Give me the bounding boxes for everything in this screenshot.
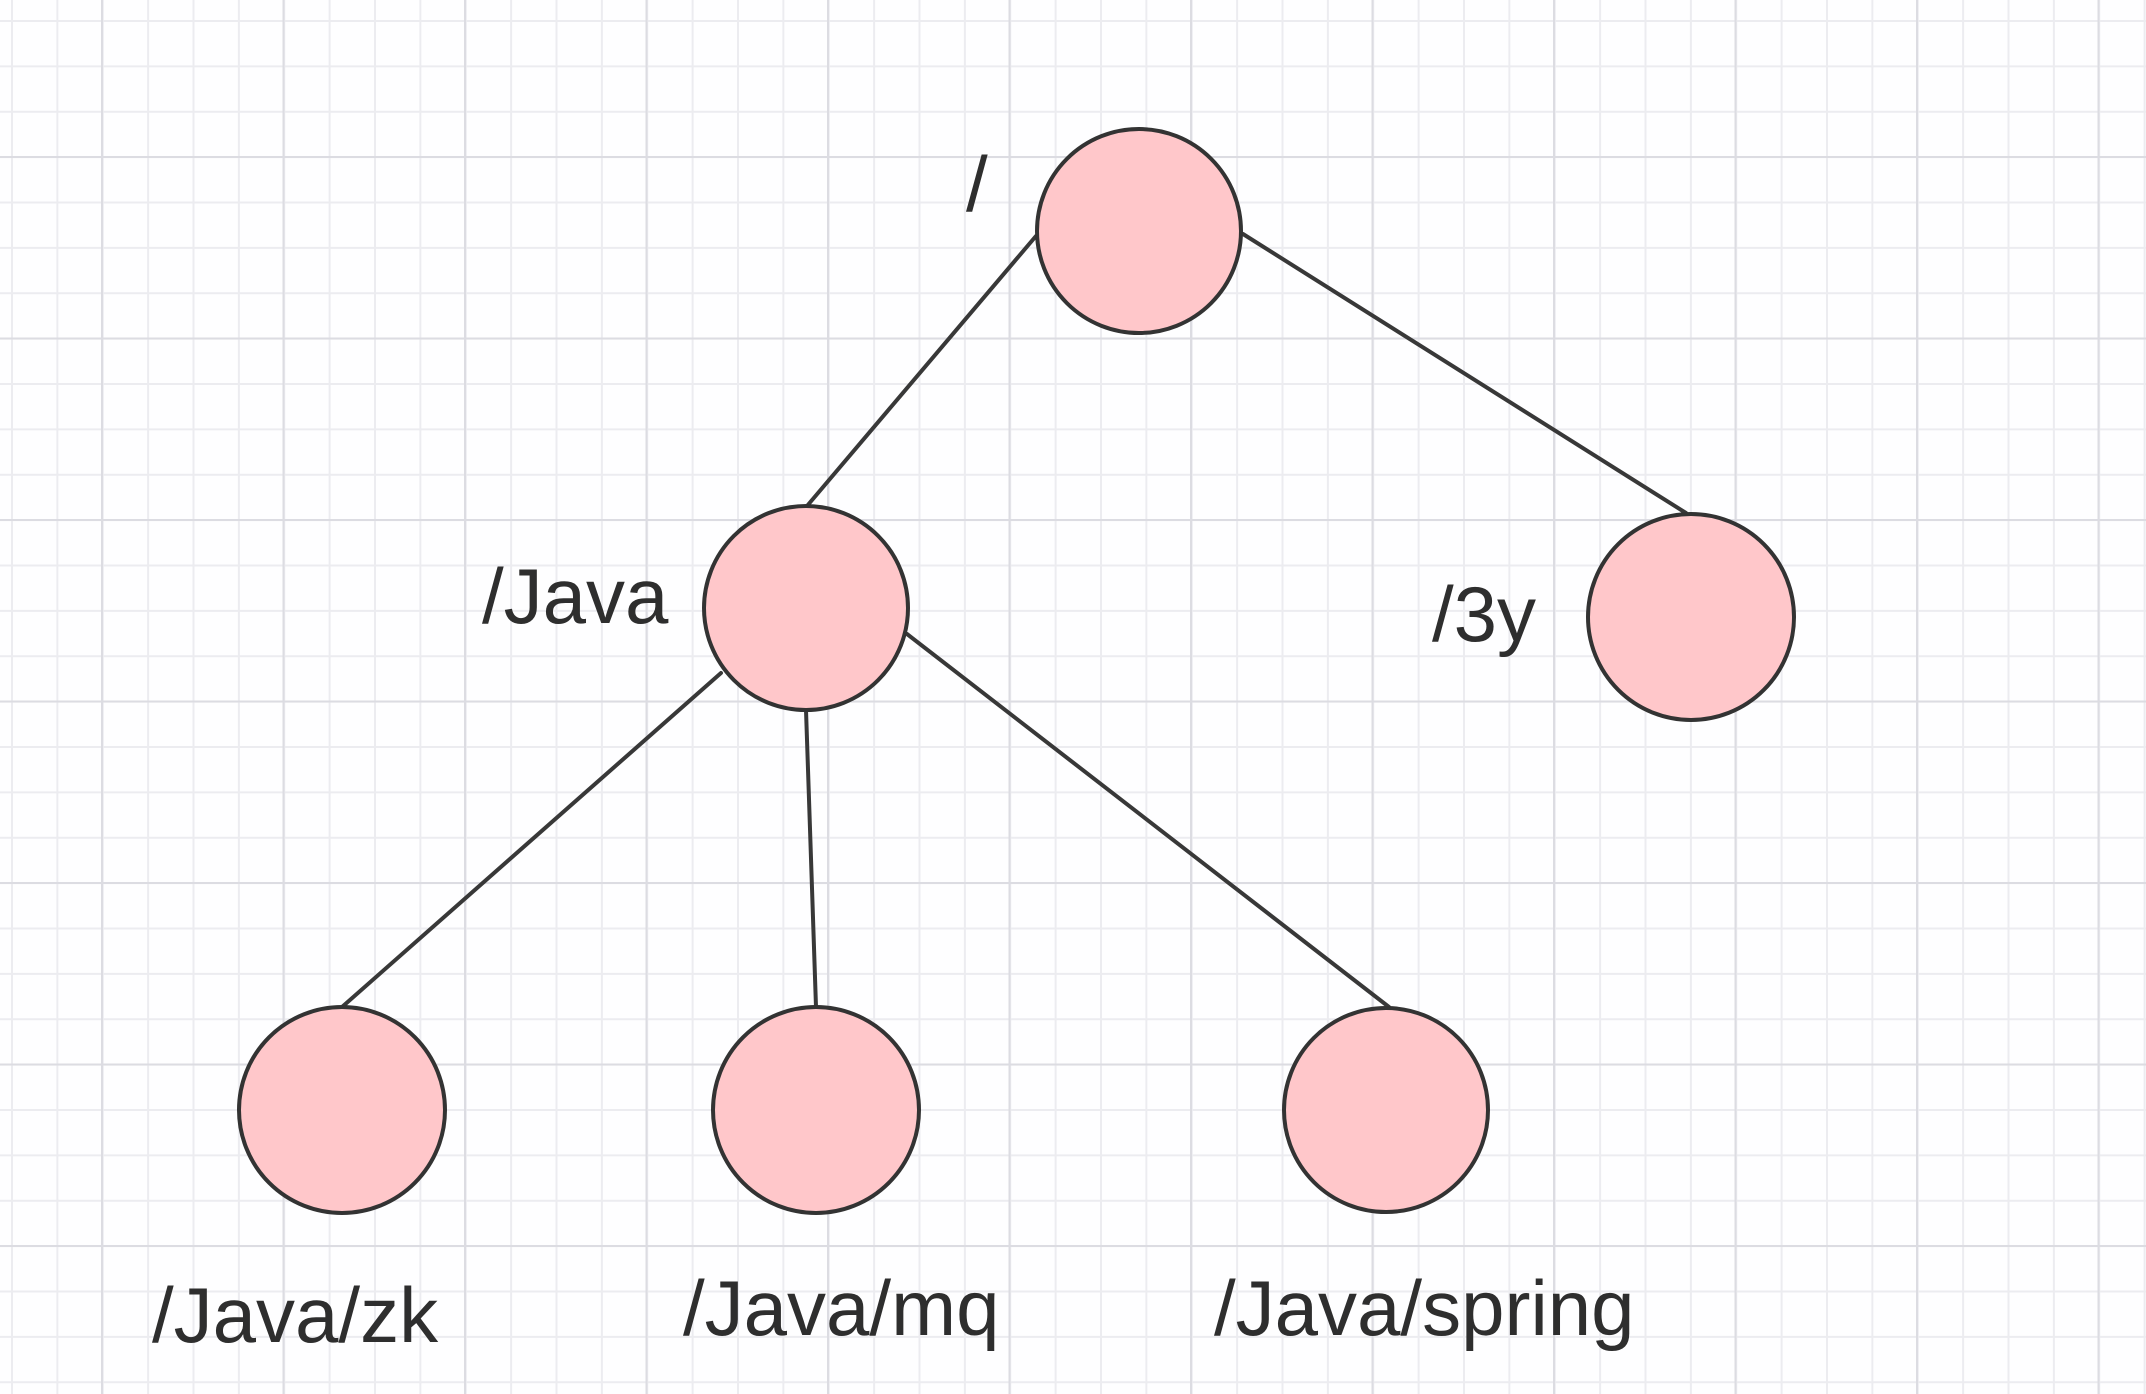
node-3y-label: /3y (1432, 570, 1536, 658)
node-mq[interactable]: /Java/mq (683, 1005, 999, 1352)
node-java-label: /Java (482, 552, 669, 640)
node-mq-circle[interactable] (711, 1005, 921, 1215)
node-mq-label: /Java/mq (683, 1264, 999, 1352)
node-root[interactable]: / (966, 127, 1243, 335)
edge-root-java (805, 234, 1038, 508)
node-3y-circle[interactable] (1586, 512, 1796, 722)
edge-java-mq (804, 708, 818, 1009)
node-spring[interactable]: /Java/spring (1214, 1006, 1635, 1352)
node-3y[interactable]: /3y (1432, 512, 1796, 722)
node-root-label: / (966, 140, 988, 228)
node-root-circle[interactable] (1035, 127, 1243, 335)
edges (340, 232, 1688, 1009)
node-spring-circle[interactable] (1282, 1006, 1490, 1214)
node-zk[interactable]: /Java/zk (152, 1005, 447, 1359)
node-zk-circle[interactable] (237, 1005, 447, 1215)
node-java-circle[interactable] (702, 504, 910, 712)
node-java[interactable]: /Java (482, 504, 910, 712)
node-spring-label: /Java/spring (1214, 1264, 1635, 1352)
node-zk-label: /Java/zk (152, 1271, 439, 1359)
edge-java-spring (905, 632, 1391, 1009)
edge-java-zk (340, 671, 723, 1009)
edge-root-3y (1241, 232, 1688, 515)
